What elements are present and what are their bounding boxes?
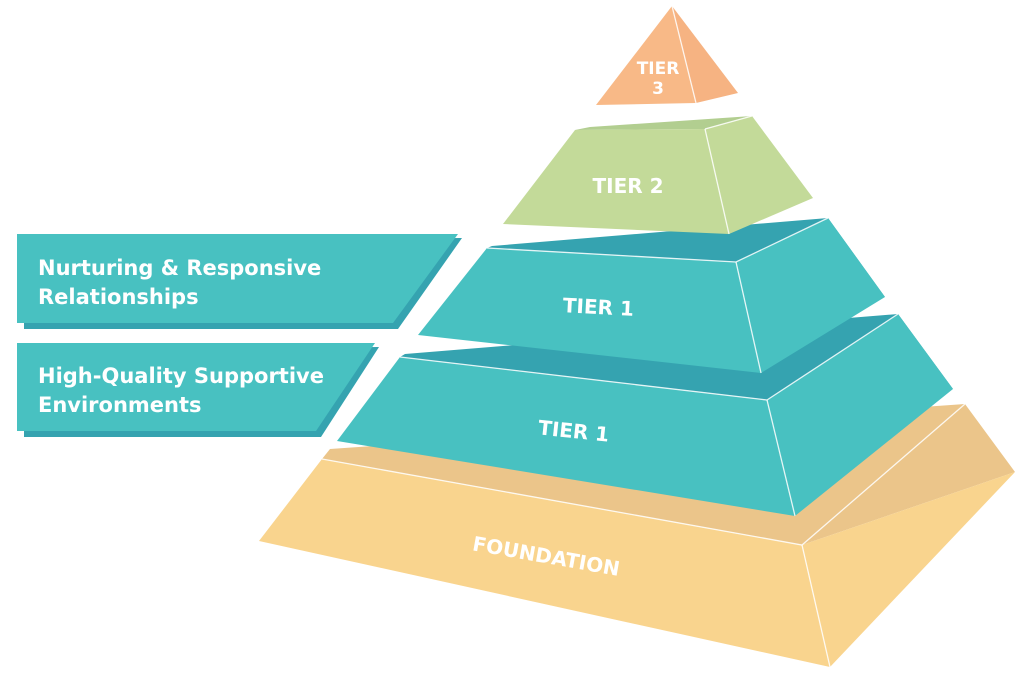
tier1-upper-side	[736, 218, 885, 373]
tier1-lower-corner-edge	[766, 399, 796, 517]
tier3-corner-edge	[671, 5, 697, 104]
foundation-corner-edge	[801, 544, 831, 668]
tier2-side	[705, 116, 813, 234]
tier1-lower-side	[767, 314, 953, 516]
tier3-label-line1: TIER	[637, 59, 680, 79]
banner-nurturing-body	[17, 234, 458, 323]
tier2-front	[503, 129, 729, 234]
banner-nurturing-line1: Nurturing & Responsive	[38, 256, 321, 280]
tier1-upper-label: TIER 1	[562, 293, 634, 321]
banner-nurturing-line2: Relationships	[38, 285, 199, 309]
tier2-corner-edge	[704, 128, 730, 235]
banner-environments-body	[17, 343, 375, 431]
tier1-upper-front	[418, 248, 761, 373]
tier3-front	[596, 6, 696, 105]
tier2-top	[575, 116, 752, 130]
banner-environments-line1: High-Quality Supportive	[38, 364, 324, 388]
tier3-level: TIER 3	[596, 5, 738, 105]
banner-environments-line2: Environments	[38, 393, 202, 417]
banner-nurturing: Nurturing & Responsive Relationships	[17, 234, 462, 329]
tier1-lower-front	[337, 357, 795, 516]
foundation-front	[259, 459, 830, 667]
foundation-side	[802, 472, 1015, 667]
banner-environments: High-Quality Supportive Environments	[17, 343, 379, 437]
tier1-upper-corner-edge	[735, 261, 762, 374]
tier2-label: TIER 2	[592, 174, 663, 198]
tier1-upper-level: TIER 1	[418, 217, 885, 374]
tier3-label-line2: 3	[652, 79, 664, 99]
tier2-edge	[704, 115, 753, 130]
tier3-side	[672, 6, 738, 103]
tier2-level: TIER 2	[503, 115, 813, 235]
